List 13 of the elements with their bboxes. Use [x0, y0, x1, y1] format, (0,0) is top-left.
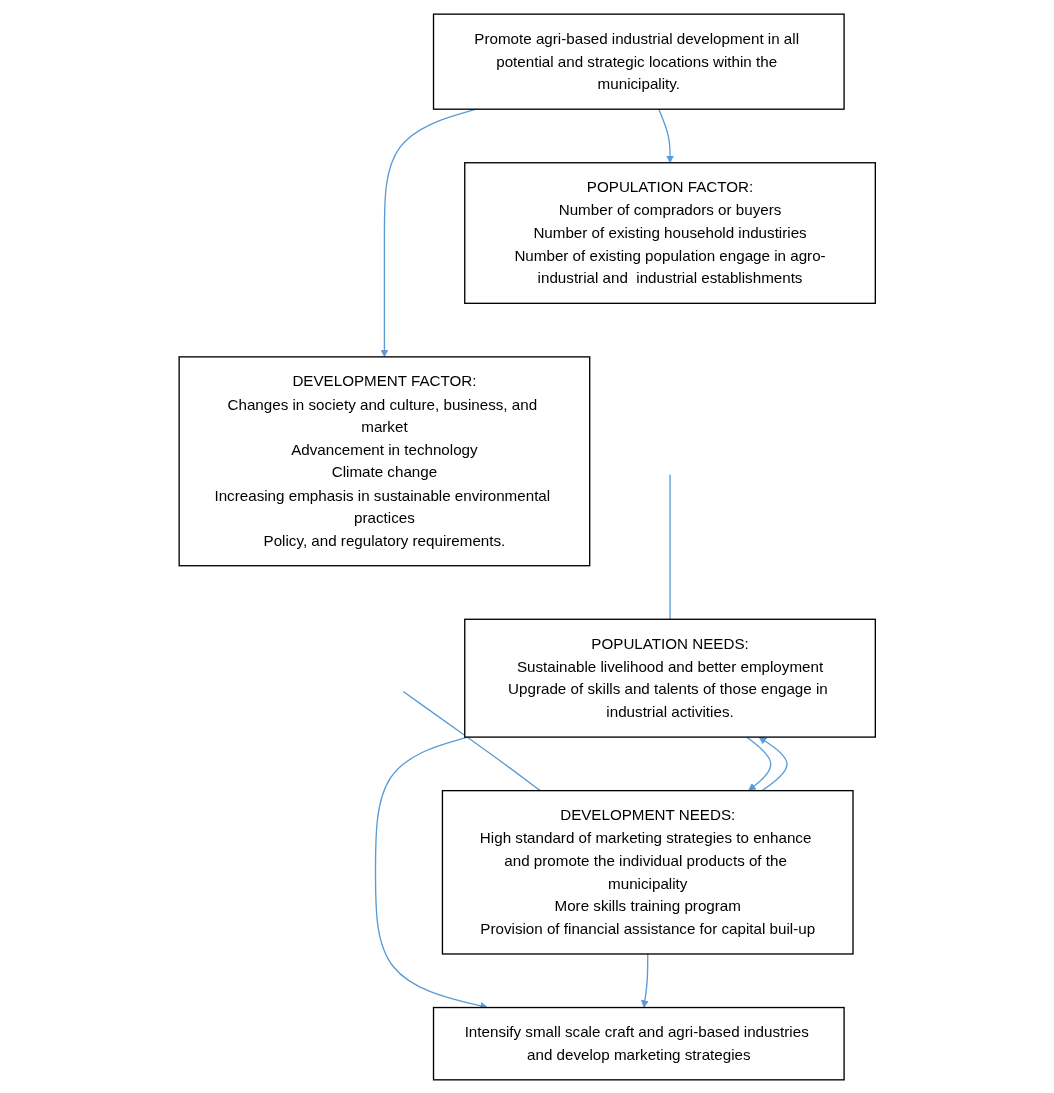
arrow [380, 108, 477, 357]
arrow [657, 108, 674, 163]
arrow [745, 735, 772, 791]
connector [669, 473, 671, 620]
node-box: POPULATION NEEDS: Sustainable livelihood and better employment Upgrade of skills and talents of those engage in industrial activities. [463, 618, 876, 738]
connector [402, 690, 541, 791]
node-box: Intensify small scale craft and agri-based industries and develop marketing strategies [432, 1006, 845, 1080]
node-box: POPULATION FACTOR: Number of compradors or buyers Number of existing household industiries Number of existing population engage in agro-industrial and industrial establishments [463, 161, 876, 304]
arrow [758, 736, 788, 791]
node-box: DEVELOPMENT NEEDS: High standard of marketing strategies to enhance and promote the individual products of the municipality More skills training program Provision of financial assistance for capital buil-up [441, 789, 854, 955]
node-box: DEVELOPMENT FACTOR: Changes in society and culture, business, and market Advancement in technology Climate change Increasing emphasis in sustainable environmental practices Policy, and regulatory requirements. [178, 355, 591, 566]
node-box: Promote agri-based industrial development in all potential and strategic locations within the municipality. [432, 13, 845, 110]
arrow [640, 952, 649, 1008]
